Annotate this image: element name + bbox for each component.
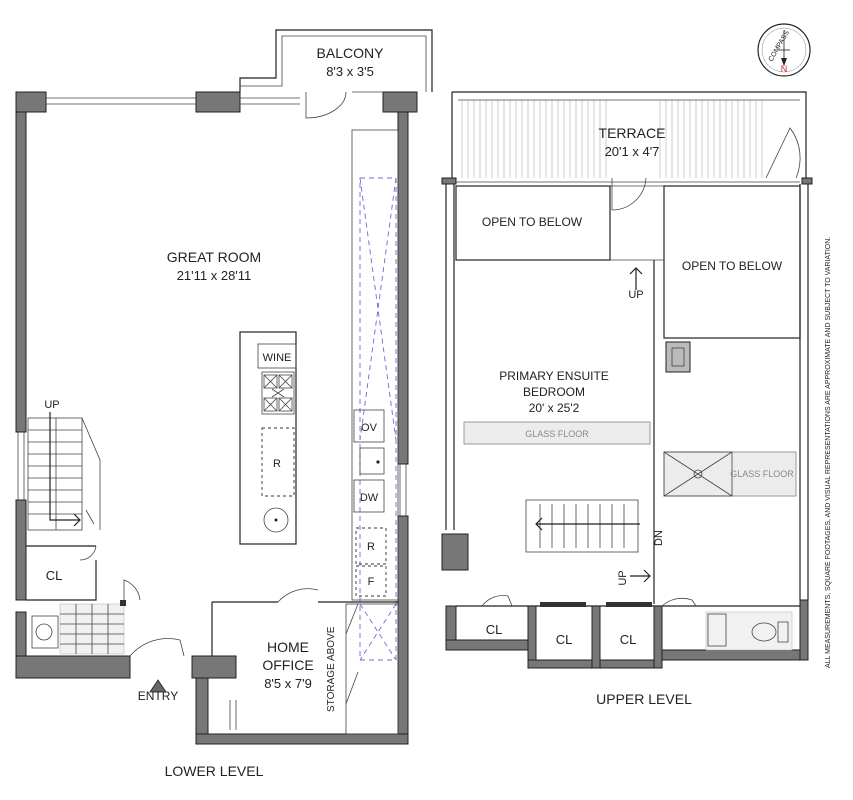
- storage-above-label: STORAGE ABOVE: [326, 626, 337, 712]
- fridge-column: [355, 527, 387, 565]
- lower-level-plan: [15, 29, 433, 745]
- wall-east-upper: [397, 111, 409, 465]
- upper-toilet: [751, 622, 777, 642]
- upper-wall-south-1: [445, 639, 537, 651]
- freezer-label: F: [368, 576, 375, 588]
- wall-pier-north: [195, 91, 241, 113]
- upper-level-plan: [441, 91, 813, 669]
- upper-stair-up-top: UP: [628, 289, 643, 301]
- sink: [359, 447, 385, 475]
- great-room-size: 21'11 x 28'11: [177, 268, 252, 283]
- glass-floor-right-label: GLASS FLOOR: [730, 469, 794, 479]
- bedroom-size: 20' x 25'2: [529, 401, 580, 415]
- upper-stair-down-label: DN: [653, 530, 665, 546]
- balcony-name: BALCONY: [317, 45, 385, 61]
- upper-closet-3: CL: [620, 632, 637, 647]
- fridge-column-label: R: [367, 541, 375, 553]
- entry-label: ENTRY: [138, 689, 178, 703]
- upper-cl-wall-c: [653, 605, 663, 669]
- open-below-right-label: OPEN TO BELOW: [682, 259, 783, 273]
- terrace-outline: [451, 91, 807, 178]
- balcony-outline: [239, 29, 433, 92]
- kitchen-island: [239, 331, 297, 545]
- wine-label: WINE: [263, 352, 292, 364]
- bedroom-name-2: BEDROOM: [523, 385, 585, 399]
- home-office-name-2: OFFICE: [262, 657, 313, 673]
- upper-level-title: UPPER LEVEL: [596, 691, 692, 707]
- upper-wall-ne: [801, 177, 813, 185]
- kitchen-cabinet-outline: [359, 177, 397, 661]
- terrace-size: 20'1 x 4'7: [605, 144, 660, 159]
- wall-entry-pier: [191, 655, 237, 679]
- entry-marker: [149, 679, 167, 693]
- wall-south-office: [195, 733, 409, 745]
- great-room-name: GREAT ROOM: [167, 249, 261, 265]
- wall-east-lower: [397, 515, 409, 745]
- open-below-left-label: OPEN TO BELOW: [482, 215, 583, 229]
- glass-floor-left-label: GLASS FLOOR: [525, 429, 589, 439]
- upper-column: [441, 533, 469, 571]
- wall-west-upper: [15, 111, 27, 433]
- upper-stair-up-bottom: UP: [617, 570, 629, 585]
- compass-icon: COMPASS N: [757, 23, 811, 77]
- disclaimer: ALL MEASUREMENTS, SQUARE FOOTAGES, AND V…: [825, 237, 832, 668]
- island-sink: [263, 507, 289, 533]
- labels: BALCONY 8'3 x 3'5 GREAT ROOM 21'11 x 28'…: [44, 45, 832, 779]
- open-below-right: [663, 185, 801, 339]
- upper-wall-se: [799, 599, 809, 661]
- lower-stair-up-label: UP: [44, 399, 59, 411]
- wall-corner-nw: [15, 91, 47, 113]
- wall-south-west: [15, 655, 131, 679]
- upper-wall-south-3: [661, 649, 809, 661]
- upper-closet-2: CL: [556, 632, 573, 647]
- terrace-name: TERRACE: [599, 125, 666, 141]
- island-fridge-label: R: [273, 458, 281, 470]
- upper-cl-wall-b: [591, 605, 601, 669]
- bedroom-name-1: PRIMARY ENSUITE: [499, 369, 609, 383]
- upper-bath-tile: [705, 611, 793, 651]
- lower-level-title: LOWER LEVEL: [165, 763, 264, 779]
- wall-corner-ne: [382, 91, 418, 113]
- lower-stair: [27, 412, 101, 531]
- compass-north: N: [781, 64, 788, 74]
- dishwasher-label: DW: [360, 492, 379, 504]
- lower-closet-outline: [26, 545, 97, 601]
- cooktop: [261, 371, 295, 415]
- wall-west-mid: [15, 499, 27, 601]
- home-office-name-1: HOME: [267, 639, 309, 655]
- powder-room-sink: [31, 615, 59, 649]
- freezer: [355, 565, 387, 597]
- oven: [353, 409, 385, 443]
- open-below-left: [455, 185, 611, 261]
- upper-duct: [665, 341, 691, 373]
- glass-floor-left: [463, 421, 651, 445]
- upper-cl-wall-a: [527, 605, 537, 669]
- dishwasher: [353, 479, 385, 513]
- upper-closet-1: CL: [486, 622, 503, 637]
- home-office-size: 8'5 x 7'9: [264, 676, 312, 691]
- island-refrigerator: [261, 427, 295, 497]
- upper-wall-nw: [441, 177, 457, 185]
- upper-bath-vanity: [707, 613, 727, 647]
- balcony-size: 8'3 x 3'5: [326, 64, 374, 79]
- wine-fridge: [257, 343, 297, 369]
- office-storage: [345, 603, 399, 735]
- oven-label: OV: [361, 422, 378, 434]
- lower-closet-label: CL: [46, 568, 63, 583]
- upper-stair: [525, 499, 640, 553]
